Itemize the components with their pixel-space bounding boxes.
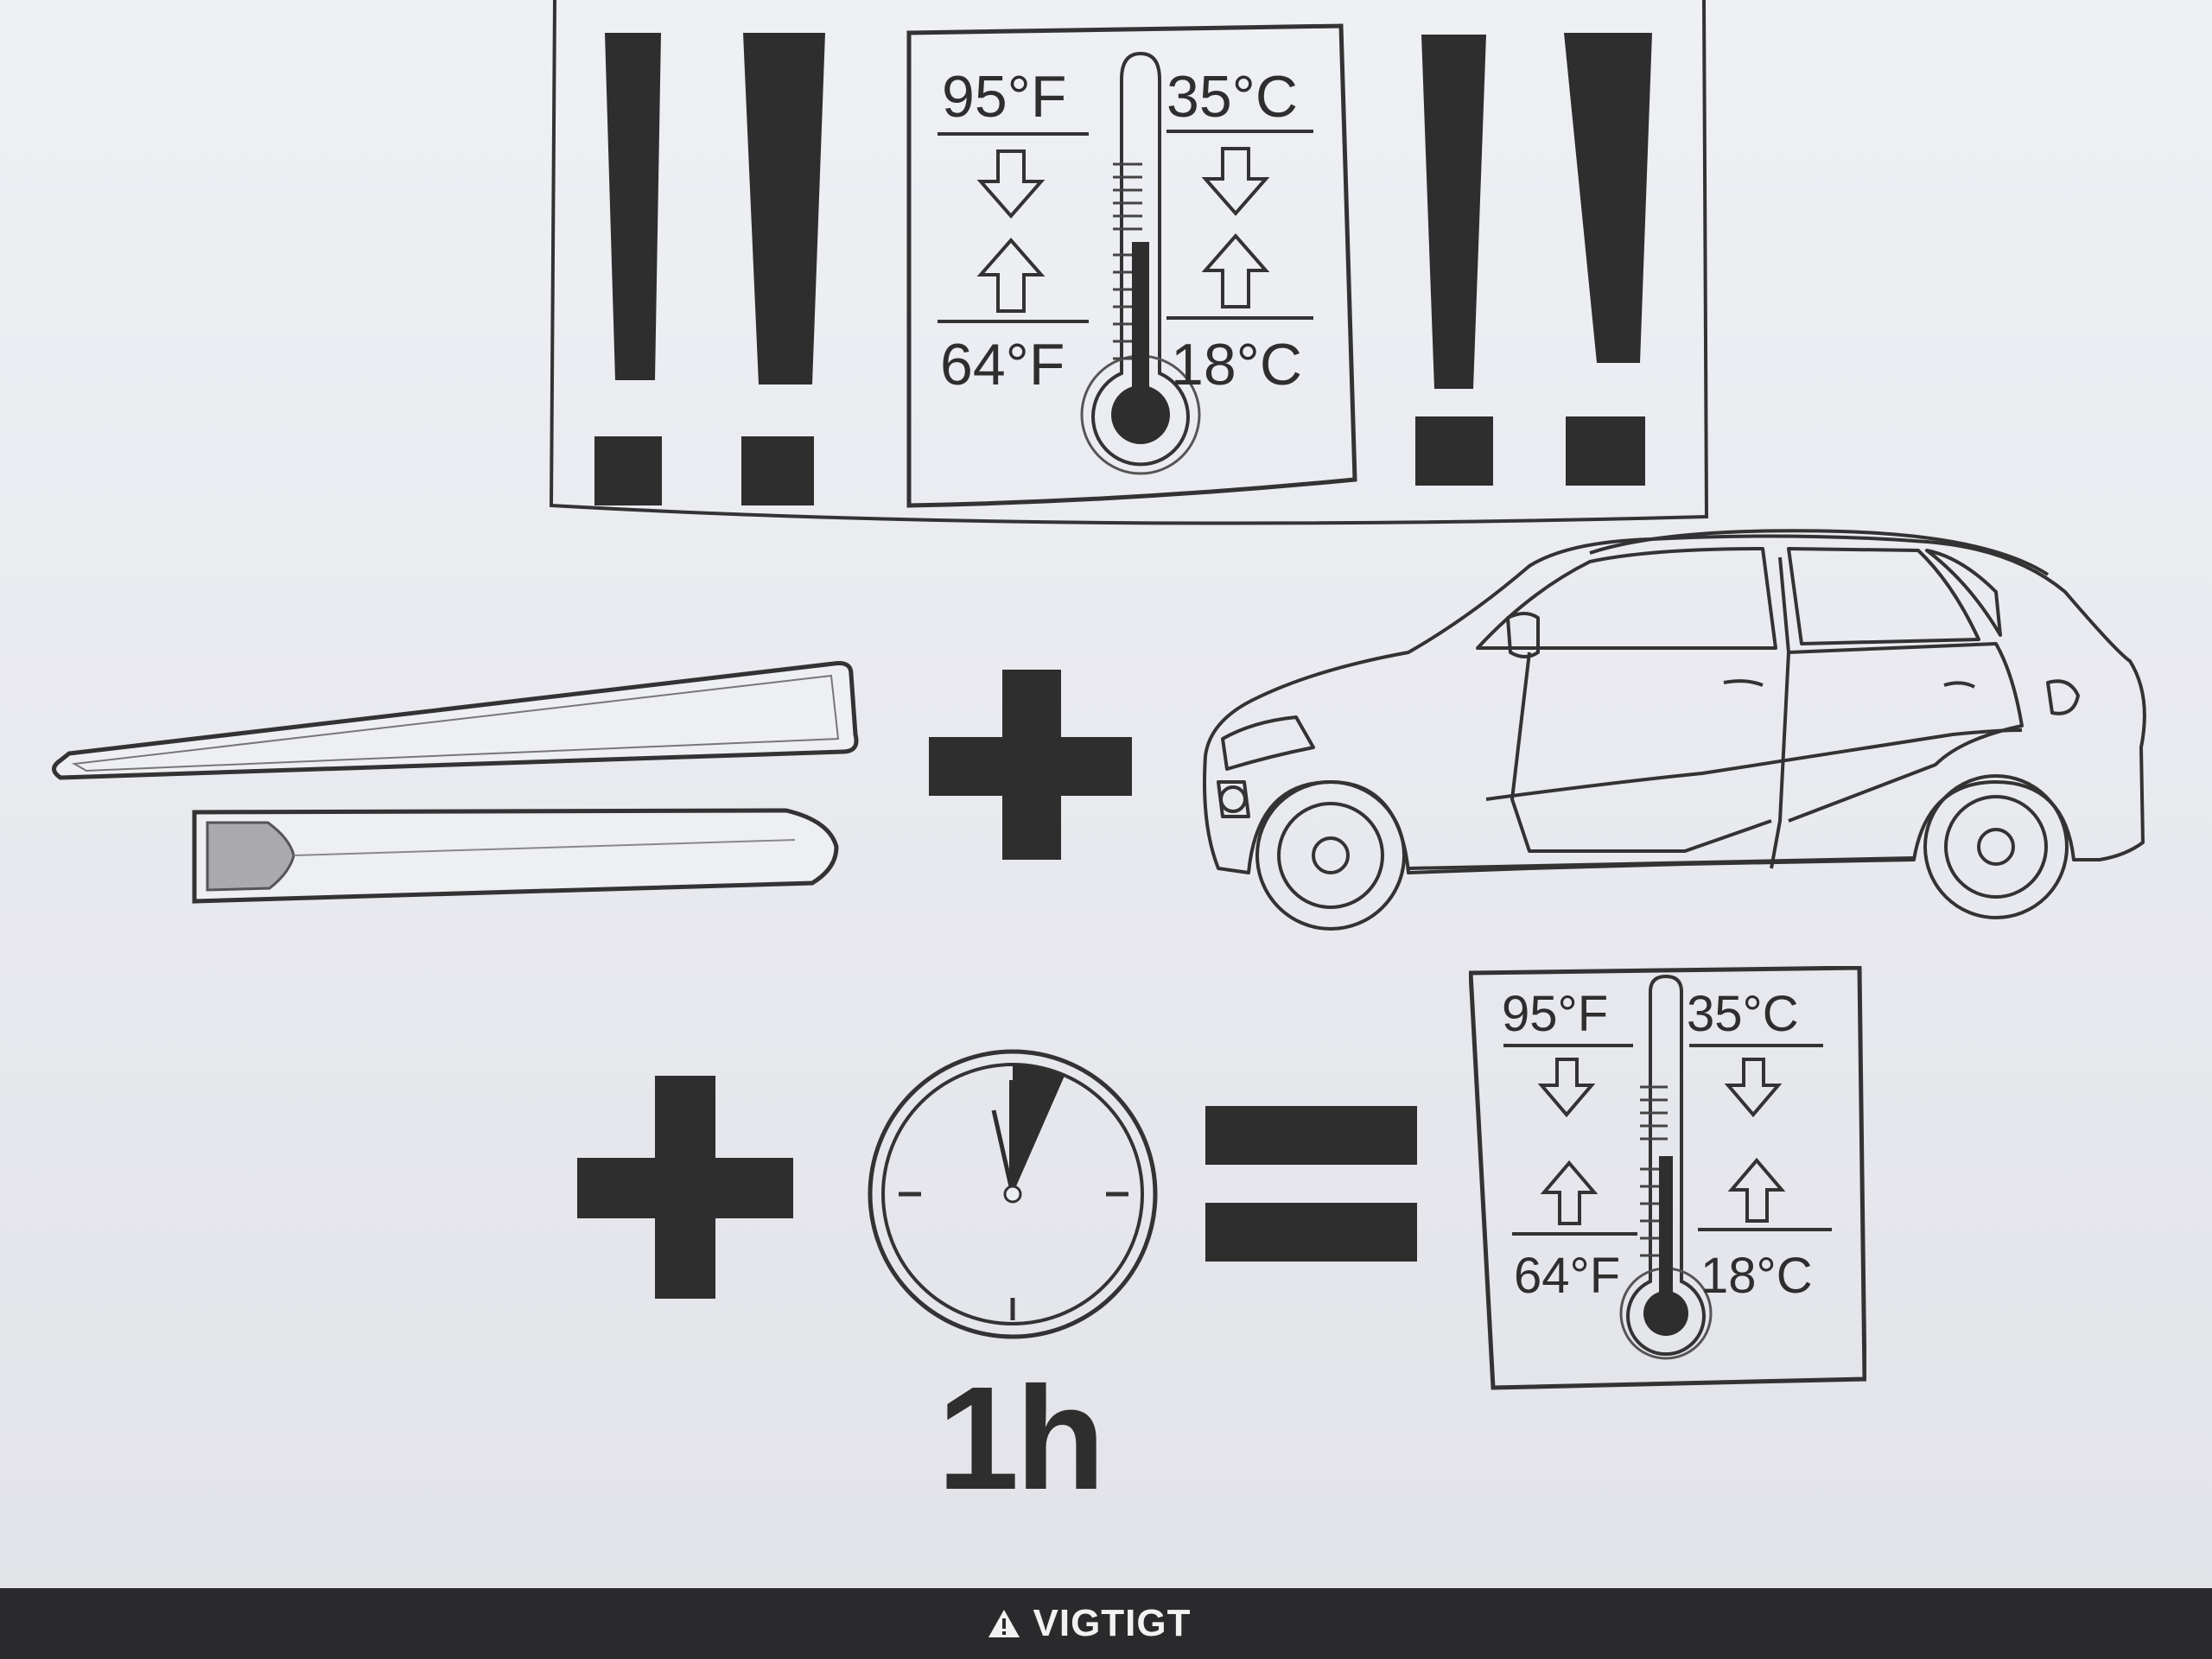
thermometer-icon-small: [1619, 974, 1713, 1360]
result-temp-high-c: 35°C: [1687, 986, 1799, 1042]
result-temp-low-c: 18°C: [1700, 1248, 1813, 1304]
plus-icon: [929, 670, 1132, 860]
result-temperature-panel: 95°F 35°C 64°F 18°C: [1469, 966, 1866, 1390]
arrow-down-icon: [976, 147, 1270, 219]
result-temp-low-f: 64°F: [1514, 1248, 1620, 1304]
result-temp-high-f: 95°F: [1502, 986, 1608, 1042]
equals-icon: [1205, 1106, 1417, 1262]
moulding-parts-icon: [52, 661, 859, 904]
arrow-down-icon-small: [1537, 1058, 1783, 1118]
car-icon: [1203, 529, 2146, 931]
footer-label: VIGTIGT: [1033, 1602, 1192, 1644]
temp-low-c: 18°C: [1171, 332, 1302, 397]
temp-low-f: 64°F: [940, 332, 1065, 397]
temperature-warning-panel: 95°F 35°C 64°F 18°C: [549, 0, 1709, 525]
temp-high-f: 95°F: [942, 64, 1066, 130]
temp-high-c: 35°C: [1166, 64, 1298, 130]
duration-label: 1h: [937, 1357, 1105, 1521]
warning-triangle-icon: [988, 1610, 1020, 1637]
footer-bar: VIGTIGT: [0, 1588, 2212, 1659]
plus-icon-second: [577, 1076, 793, 1299]
exclamation-icon-left: [594, 33, 825, 505]
clock-icon: [868, 1049, 1158, 1339]
arrow-up-icon: [976, 232, 1270, 313]
exclamation-icon-right: [1415, 33, 1652, 486]
thermometer-icon: [1080, 51, 1201, 475]
arrow-up-icon-small: [1540, 1157, 1786, 1225]
